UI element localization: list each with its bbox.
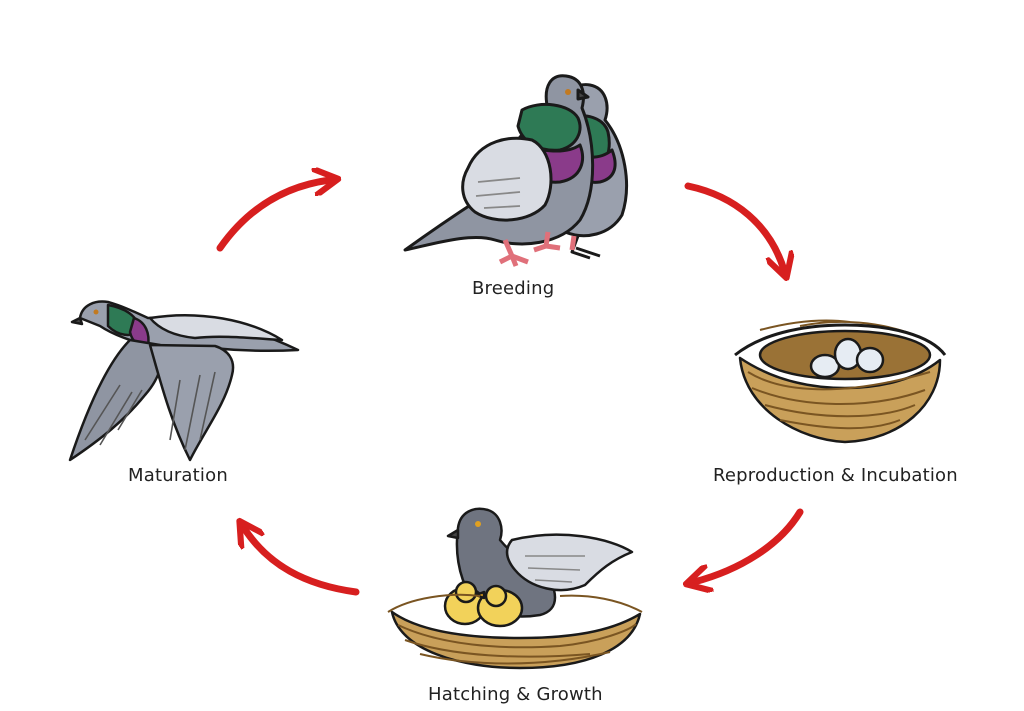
pigeon-with-chicks-icon xyxy=(387,507,643,670)
stage-label-reproduction: Reproduction & Incubation xyxy=(713,465,958,486)
flying-pigeon-icon xyxy=(68,300,300,462)
stage-label-breeding: Breeding xyxy=(472,278,555,299)
arrow-breeding-to-reproduction xyxy=(684,182,784,270)
stage-label-maturation: Maturation xyxy=(128,465,228,486)
pigeon-pair-icon xyxy=(403,74,628,267)
arrow-reproduction-to-hatching xyxy=(694,508,804,582)
arrow-maturation-to-breeding xyxy=(216,180,330,252)
nest-with-eggs-icon xyxy=(734,319,947,444)
stage-label-hatching: Hatching & Growth xyxy=(428,684,603,705)
arrow-hatching-to-maturation xyxy=(244,528,360,596)
cycle-arrows xyxy=(216,180,804,596)
